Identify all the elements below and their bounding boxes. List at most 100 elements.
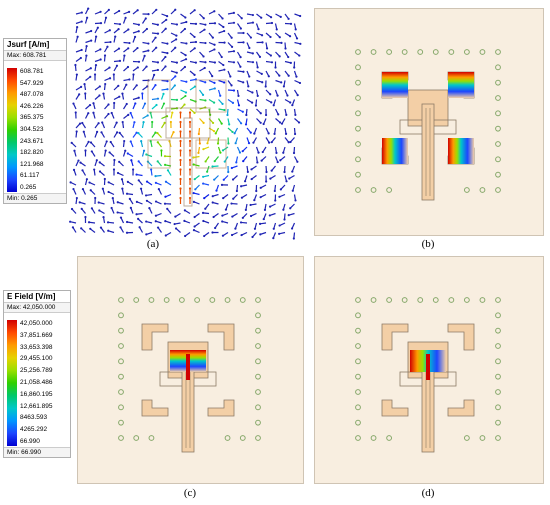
current-vector-head (280, 81, 283, 84)
current-vector-head (179, 158, 182, 162)
current-vector-head (157, 188, 160, 191)
current-vector-head (81, 169, 84, 172)
current-vector-head (183, 65, 187, 69)
current-vector-head (192, 229, 196, 232)
legend-tick-label: 8463.593 (20, 414, 48, 422)
current-vector-head (154, 131, 157, 134)
current-vector-head (140, 140, 143, 143)
current-vector-head (145, 180, 149, 183)
current-vector-head (154, 181, 158, 184)
via-hole (255, 419, 261, 426)
current-vector-head (295, 37, 299, 40)
current-vector-head (179, 111, 182, 114)
current-vector-head (166, 88, 169, 91)
current-vector-head (188, 168, 192, 171)
current-vector-head (127, 10, 131, 13)
current-vector-head (276, 94, 279, 97)
via-hole (495, 358, 501, 365)
legend-tick-label: 243.671 (20, 137, 44, 145)
current-vector-head (264, 113, 268, 117)
current-vector-head (172, 130, 175, 134)
legend-tick-label: 0.265 (20, 184, 37, 191)
current-vector-head (127, 113, 130, 116)
legend-tick-label: 4265.292 (20, 426, 48, 434)
current-vector-head (202, 219, 205, 223)
current-vector-head (80, 20, 83, 23)
current-vector-head (94, 196, 97, 200)
current-vector-head (231, 178, 235, 181)
current-vector-head (107, 229, 110, 232)
current-vector-head (250, 168, 253, 171)
current-vector-head (128, 41, 131, 45)
current-vector-head (278, 74, 281, 77)
current-vector-head (98, 170, 102, 173)
current-vector-head (78, 122, 82, 125)
current-vector-head (150, 168, 153, 171)
current-vector-head (279, 15, 282, 18)
current-vector-head (202, 148, 205, 151)
current-vector-head (184, 234, 187, 238)
current-vector-head (135, 213, 138, 216)
current-vector-head (89, 75, 92, 78)
feed-field-hotspot (186, 354, 190, 380)
current-vector-head (179, 196, 182, 200)
current-vector-head (92, 111, 95, 114)
current-vector-head (220, 122, 223, 125)
current-vector-head (213, 48, 216, 51)
current-vector-head (97, 201, 100, 204)
current-vector-head (203, 66, 206, 70)
current-vector-head (231, 130, 234, 134)
current-vector-head (213, 81, 216, 85)
current-vector-head (269, 16, 273, 19)
current-vector-head (188, 120, 192, 124)
current-vector-head (259, 233, 262, 236)
caption-c: (c) (183, 487, 197, 499)
current-vector-head (108, 29, 111, 32)
current-vector-head (257, 151, 260, 154)
current-vector-head (295, 75, 298, 78)
current-vector-head (206, 170, 209, 173)
current-vector-head (194, 22, 198, 25)
legend-tick-label: 487.078 (20, 91, 44, 99)
current-vector-head (250, 177, 253, 181)
current-vector-head (164, 180, 168, 183)
current-vector-head (104, 16, 108, 19)
current-vector-head (82, 130, 85, 133)
via-hole (255, 373, 261, 380)
current-vector-head (272, 227, 275, 230)
current-vector-head (78, 201, 81, 204)
via-hole (370, 435, 377, 441)
center-patch-outline (165, 107, 211, 139)
current-vector-head (230, 202, 233, 205)
via-hole (370, 297, 377, 303)
current-vector-head (251, 13, 255, 17)
current-vector-head (94, 63, 98, 67)
current-vector-head (192, 156, 195, 159)
corner-patch (207, 399, 235, 417)
current-vector-head (137, 179, 140, 182)
current-vector-head (232, 11, 235, 14)
current-vector-head (184, 91, 188, 94)
current-vector-head (124, 16, 127, 19)
via-hole (355, 343, 361, 349)
current-vector-head (215, 189, 218, 192)
via-hole (178, 297, 185, 303)
current-vector-head (96, 130, 99, 133)
current-vector-head (214, 132, 217, 135)
current-vector-head (106, 45, 109, 48)
current-vector-head (204, 207, 207, 210)
via-hole (209, 297, 216, 303)
current-vector-head (116, 211, 119, 214)
current-vector-head (96, 26, 99, 29)
current-vector-head (93, 168, 96, 171)
current-vector-head (280, 122, 284, 125)
current-vector-head (138, 226, 141, 229)
current-vector-head (79, 56, 82, 60)
current-vector-head (222, 25, 225, 29)
via-hole (118, 343, 124, 349)
legend-tick-label: 12,661.895 (20, 402, 53, 410)
current-vector-head (173, 84, 176, 87)
current-vector-head (85, 54, 88, 57)
current-vector-head (166, 169, 170, 172)
